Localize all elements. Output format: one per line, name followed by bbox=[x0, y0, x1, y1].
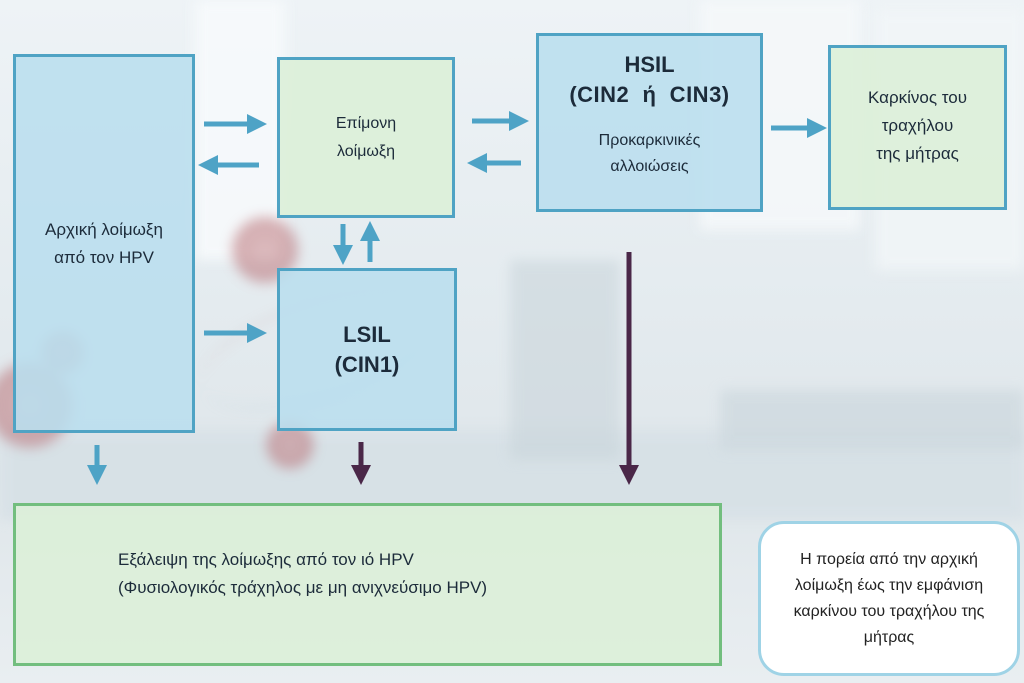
cervical-cancer-box: Καρκίνος του τραχήλου της μήτρας bbox=[828, 45, 1007, 210]
clearance-box: Εξάλειψη της λοίμωξης από τον ιό HPV (Φυ… bbox=[13, 503, 722, 666]
hsil-description: Προκαρκινικές αλλοιώσεις bbox=[598, 132, 701, 175]
bg-lab-counter bbox=[720, 390, 1024, 450]
lsil-box: LSIL (CIN1) bbox=[277, 268, 457, 431]
lsil-subtitle: (CIN1) bbox=[334, 351, 400, 377]
hsil-box: HSIL (CIN2 ή CIN3) Προκαρκινικές αλλοιώσ… bbox=[536, 33, 763, 212]
initial-infection-box: Αρχική λοίμωξη από τον HPV bbox=[13, 54, 195, 433]
cervical-cancer-label: Καρκίνος του τραχήλου της μήτρας bbox=[867, 88, 967, 163]
lsil-title: LSIL bbox=[343, 321, 391, 347]
caption-note: Η πορεία από την αρχική λοίμωξη έως την … bbox=[758, 521, 1020, 676]
persistent-infection-box: Επίμονη λοίμωξη bbox=[277, 57, 455, 218]
caption-note-text: Η πορεία από την αρχική λοίμωξη έως την … bbox=[793, 550, 985, 646]
bg-cabinet bbox=[510, 260, 620, 460]
clearance-label: Εξάλειψη της λοίμωξης από τον ιό HPV (Φυ… bbox=[118, 549, 488, 597]
hsil-title: HSIL bbox=[624, 52, 675, 77]
persistent-infection-label: Επίμονη λοίμωξη bbox=[335, 114, 397, 160]
initial-infection-label: Αρχική λοίμωξη από τον HPV bbox=[45, 219, 163, 267]
hsil-subtitle: (CIN2 ή CIN3) bbox=[569, 82, 730, 107]
